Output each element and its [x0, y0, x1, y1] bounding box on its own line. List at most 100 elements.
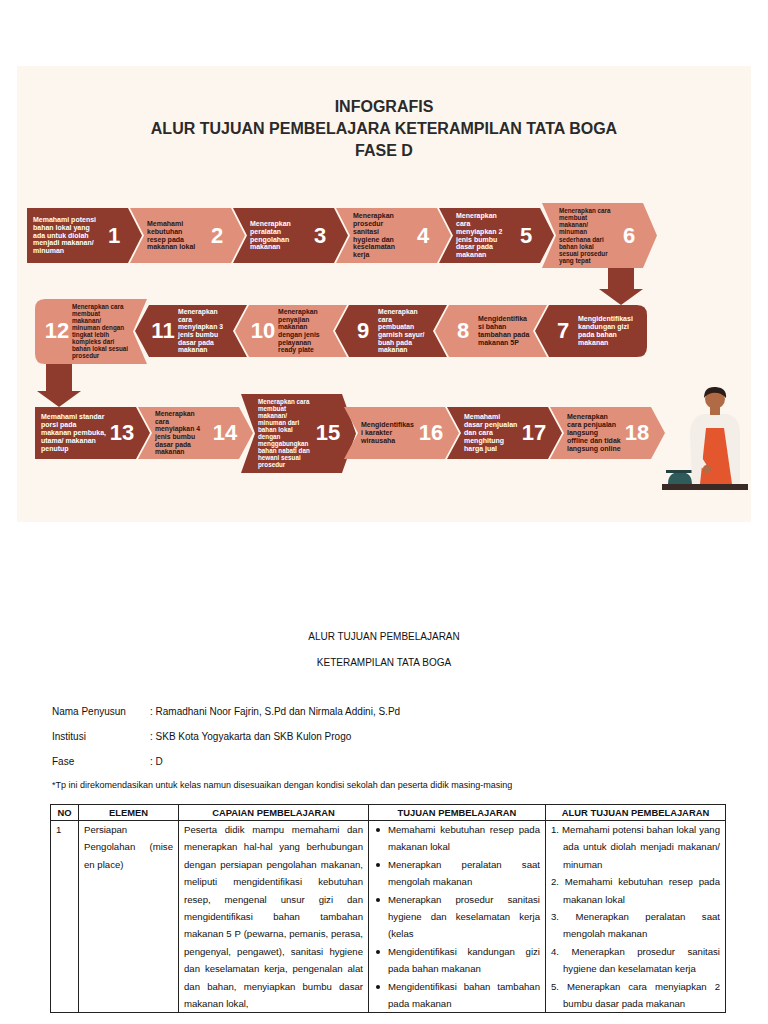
bullet-item: Menerapkan peralatan saat mengolah makan… [374, 856, 540, 891]
table-cell: Persiapan Pengolahan (mise en place) [79, 821, 179, 1013]
flow-step: Mengidentifikasi karakter wirausaha16 [344, 407, 459, 459]
step-text: Memahami potensi bahan lokal yang ada un… [33, 216, 98, 255]
table-body: NO ELEMEN CAPAIAN PEMBELAJARAN TUJUAN PEMBE… [51, 805, 726, 1013]
header-cell: ALUR TUJUAN PEMBELAJARAN [546, 805, 726, 821]
flow-step: Menerapkan cara menyiapkan 4 jenis bumbu… [138, 407, 253, 459]
meta-key: Nama Penyusun [52, 706, 126, 718]
header-text: CAPAIAN PEMBELAJARAN [212, 807, 335, 818]
flow-step: Memahami kebutuhan resep pada makanan lo… [130, 208, 245, 263]
table-cell: 1. Memahami potensi bahan lokal yang ada… [546, 821, 726, 1013]
header-cell: CAPAIAN PEMBELAJARAN [179, 805, 369, 821]
step-text: Memahami standar porsi pada makanan pemb… [41, 413, 106, 452]
infographic-title: INFOGRAFIS [17, 97, 751, 116]
table-header-row: NO ELEMEN CAPAIAN PEMBELAJARAN TUJUAN PEMBE… [51, 805, 726, 821]
step-number: 15 [312, 422, 344, 444]
meta-value: : Ramadhani Noor Fajrin, S.Pd dan Nirmal… [150, 706, 400, 718]
achievement-text: Peserta didik mampu memahami dan menerap… [184, 821, 363, 1012]
flow-arrow [37, 364, 81, 408]
row-number: 1 [56, 824, 61, 835]
header-text: ALUR TUJUAN PEMBELAJARAN [562, 807, 709, 818]
bullet-dot [376, 985, 380, 989]
step-number: 16 [415, 422, 447, 444]
table-column [79, 805, 179, 1013]
flow-step: Menerapkan penyajian makanan dengan jeni… [235, 305, 347, 357]
chevron-outline [233, 208, 348, 263]
chevron-outline [138, 407, 253, 459]
flow-item: 4. Menerapkan prosedur sanitasi hygiene … [551, 943, 720, 978]
objective-text: Menerapkan peralatan saat mengolah makan… [388, 856, 540, 891]
header-cell: NO [51, 805, 79, 821]
chevron-outline [535, 305, 647, 357]
bullet-item: Mengidentifikasi kandungan gizi pada bah… [374, 943, 540, 978]
flow-item: 1. Memahami potensi bahan lokal yang ada… [551, 821, 720, 873]
bullet-dot [376, 950, 380, 954]
chevron-outline [435, 305, 547, 357]
bullet-item: Mengidentifikasi bahan tambahan pada mak… [374, 978, 540, 1013]
chevron-outline [447, 407, 562, 459]
step-text: Menerapkan cara membuat makanan/ minuman… [559, 207, 613, 263]
flow-step: Menerapkan peralatan pengolahan makanan3 [233, 208, 348, 263]
objective-text: Memahami kebutuhan resep pada makanan lo… [388, 821, 540, 856]
data-table: NO ELEMEN CAPAIAN PEMBELAJARAN TUJUAN PEMBE… [50, 804, 726, 1013]
step-number: 2 [201, 225, 233, 247]
flow-step: Menerapkan cara penjualan langsung offli… [550, 407, 665, 459]
step-number: 12 [41, 320, 73, 342]
step-text: Menerapkan cara menyiapkan 3 jenis bumbu… [178, 308, 230, 354]
objective-text: Mengidentifikasi kandungan gizi pada bah… [388, 943, 540, 978]
step-text: Menerapkan cara menyiapkan 4 jenis bumbu… [155, 410, 209, 456]
flow-step: Menerapkan cara membuat makanan/ minuman… [241, 394, 356, 473]
meta-value: : SKB Kota Yogyakarta dan SKB Kulon Prog… [150, 731, 351, 743]
chevron-outline [336, 208, 451, 263]
step-number: 1 [98, 225, 130, 247]
step-number: 10 [247, 320, 279, 342]
chef-apron [700, 428, 732, 484]
flow-step: Menerapkan cara membuat makanan/ minuman… [35, 299, 147, 364]
step-number: 9 [347, 320, 379, 342]
bullet-dot [376, 898, 380, 902]
step-number: 3 [304, 225, 336, 247]
flow-step: Menerapkan prosedur sanitasi hygiene dan… [336, 208, 451, 263]
note: *Tp ini direkomendasikan untuk kelas nam… [52, 780, 752, 791]
chevron-outline [439, 208, 554, 263]
step-number: 18 [621, 422, 653, 444]
step-number: 11 [147, 320, 179, 342]
bullet-item: Memahami kebutuhan resep pada makanan lo… [374, 821, 540, 856]
step-text: Menerapkan prosedur sanitasi hygiene dan… [353, 212, 407, 259]
step-number: 17 [518, 422, 550, 444]
flow-step: Menerapkan cara pembuatan garnish sayur/… [335, 305, 447, 357]
chevron-outline [130, 208, 245, 263]
pot-rim [666, 470, 694, 473]
document-heading: KETERAMPILAN TATA BOGA [17, 657, 751, 669]
bullet-dot [376, 828, 380, 832]
chevron-outline [241, 394, 356, 473]
chevron-outline [235, 305, 347, 357]
header-text: ELEMEN [109, 807, 148, 818]
chef-arm [692, 432, 708, 470]
chevron-outline [35, 299, 147, 364]
objective-text: Menerapkan prosedur sanitasi hygiene dan… [388, 891, 540, 943]
chevron-outline [135, 305, 247, 357]
step-number: 6 [613, 225, 645, 247]
step-number: 13 [106, 422, 138, 444]
counter [662, 484, 748, 490]
table-cell: Memahami kebutuhan resep pada makanan lo… [369, 821, 546, 1013]
chevron-outline [335, 305, 447, 357]
element-name: Persiapan Pengolahan (mise en place) [84, 821, 173, 873]
objective-text: Mengidentifikasi bahan tambahan pada mak… [388, 978, 540, 1013]
infographic-title: ALUR TUJUAN PEMBELAJARA KETERAMPILAN TAT… [17, 119, 751, 138]
flow-step: Mengidentifikasi bahan tambahan pada mak… [435, 305, 547, 357]
step-number: 14 [209, 422, 241, 444]
step-text: Menerapkan peralatan pengolahan makanan [250, 220, 304, 251]
meta-key: Fase [52, 756, 74, 768]
flow-item: 3. Menerapkan peralatan saat mengolah ma… [551, 908, 720, 943]
bullet-item: Menerapkan prosedur sanitasi hygiene dan… [374, 891, 540, 943]
header-text: TUJUAN PEMBELAJARAN [398, 807, 517, 818]
header-cell: TUJUAN PEMBELAJARAN [369, 805, 546, 821]
bullet-dot [376, 863, 380, 867]
step-text: Menerapkan penyajian makanan dengan jeni… [278, 308, 330, 354]
flow-item: 5. Menerapkan cara menyiapkan 2 bumbu da… [551, 978, 720, 1013]
flow-step: Memahami potensi bahan lokal yang ada un… [27, 208, 142, 263]
table-column [51, 805, 79, 1013]
chef-shirt [690, 414, 740, 484]
flow-step: Menerapkan cara menyiapkan 3 jenis bumbu… [135, 305, 247, 357]
